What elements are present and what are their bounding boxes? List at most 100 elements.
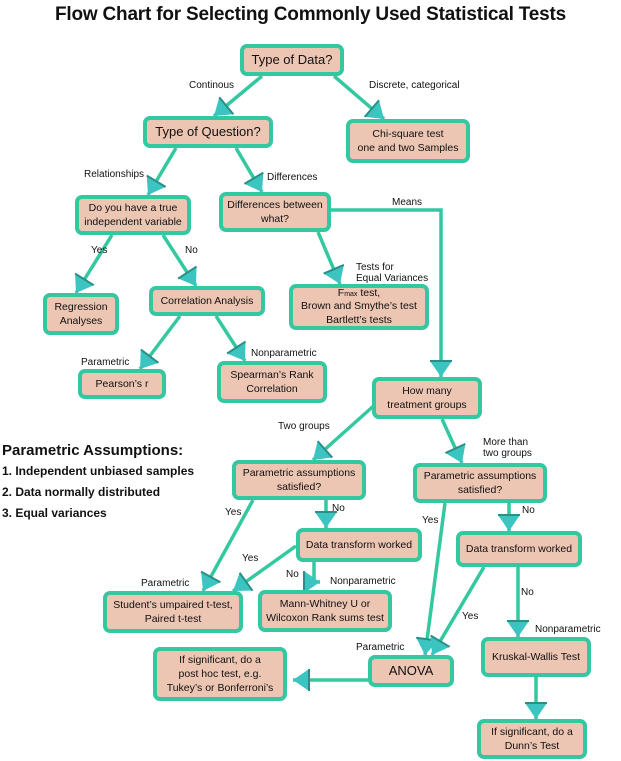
label-parametric-anova: Parametric (356, 642, 405, 653)
node-text: Differences between what? (227, 198, 323, 225)
label-differences: Differences (267, 172, 318, 183)
variance-tests-text: test, Brown and Smythe’s test Bartlett’s… (301, 287, 417, 326)
label-parametric-pearson: Parametric (81, 357, 130, 368)
edge-more-no-to-transform-arrowhead-icon (498, 515, 520, 531)
edge-question-to-independent-arrowhead-icon (146, 175, 166, 195)
node-mann-whitney: Mann-Whitney U or Wilcoxon Rank sums tes… (258, 590, 392, 632)
node-type-of-data: Type of Data? (240, 44, 344, 76)
node-text: Correlation Analysis (160, 294, 254, 307)
node-correlation-analysis: Correlation Analysis (149, 286, 265, 316)
label-means: Means (392, 197, 423, 208)
label-yes-transform-two: Yes (242, 553, 259, 564)
label-nonparametric-mw: Nonparametric (330, 576, 396, 587)
edge-transform-no-to-kruskal-arrowhead-icon (507, 621, 529, 637)
label-relationships: Relationships (84, 169, 145, 180)
label-no-correlation: No (185, 245, 198, 256)
edge-independent-to-regression-arrowhead-shade (74, 272, 95, 287)
node-chi-square: Chi-square test one and two Samples (346, 119, 470, 163)
edge-groups-to-more-arrowhead-shade (444, 442, 466, 454)
edge-transform-yes-to-anova-arrowhead-shade (430, 634, 451, 648)
node-treatment-groups: How many treatment groups (372, 377, 482, 419)
edge-independent-to-correlation-arrowhead-icon (178, 266, 197, 286)
edge-correlation-to-pearson-arrowhead-shade (140, 348, 160, 364)
node-text: Parametric assumptions satisfied? (423, 469, 537, 496)
edge-two-no-to-transform-arrowhead-icon (315, 512, 337, 528)
node-text: Parametric assumptions satisfied? (242, 466, 356, 493)
node-text: Regression Analyses (54, 300, 108, 327)
label-yes-transform-more: Yes (462, 611, 479, 622)
node-differences-between: Differences between what? (219, 192, 331, 232)
edge-groups-to-more-arrowhead-icon (445, 443, 466, 463)
label-no-transform-more: No (521, 587, 534, 598)
edge-question-to-differences-arrowhead-shade (243, 171, 264, 185)
assumptions-heading: Parametric Assumptions: (2, 442, 184, 459)
node-text: Pearson’s r (95, 377, 149, 390)
node-text: Chi-square test one and two Samples (357, 127, 459, 154)
node-text: How many treatment groups (387, 384, 467, 411)
edge-differences-means (331, 208, 443, 377)
assumption-item: 3. Equal variances (2, 506, 107, 520)
edge-data-to-chisquare-arrowhead-icon (364, 100, 384, 119)
label-nonparametric-spearman: Nonparametric (251, 348, 317, 359)
node-text: Data transform worked (465, 542, 573, 555)
label-no-more: No (522, 505, 535, 516)
node-text: If significant, do a post hoc test, e.g.… (166, 653, 274, 695)
node-variance-tests: Fmax test, Brown and Smythe’s test Bartl… (289, 284, 429, 330)
assumption-item: 2. Data normally distributed (2, 485, 161, 499)
node-text: If significant, do a Dunn’s Test (491, 725, 573, 752)
label-yes-two: Yes (225, 507, 242, 518)
label-yes-regression: Yes (91, 245, 108, 256)
edge-independent-to-correlation-arrowhead-shade (177, 265, 198, 280)
node-data-transform-two: Data transform worked (296, 528, 422, 562)
edge-correlation-to-spearman-arrowhead-icon (227, 341, 246, 361)
node-param-assumptions-more-groups: Parametric assumptions satisfied? (413, 463, 547, 503)
label-no-transform-two: No (286, 569, 299, 580)
node-pearsons-r: Pearson’s r (78, 369, 166, 399)
label-two-groups: Two groups (278, 421, 330, 432)
edge-differences-to-variance-arrowhead-icon (323, 264, 344, 284)
parametric-assumptions: Parametric Assumptions: 1. Independent u… (2, 442, 194, 527)
edge-transform-yes-to-anova-arrowhead-icon (430, 635, 450, 655)
node-kruskal-wallis: Kruskal-Wallis Test (481, 637, 591, 677)
node-post-hoc: If significant, do a post hoc test, e.g.… (153, 647, 287, 701)
edge-differences-to-variance-arrowhead-shade (323, 264, 345, 275)
edge-transform-yes-to-ttest-arrowhead-icon (233, 572, 253, 591)
edge-data-to-question-arrowhead-shade (218, 96, 235, 115)
edge-more-yes-to-anova (423, 502, 447, 656)
edge-data-to-question-arrowhead-icon (214, 97, 234, 116)
fmax-f: F (337, 287, 345, 300)
edge-two-yes-to-ttest (201, 499, 255, 592)
edge-groups-to-two-arrowhead-icon (313, 441, 333, 460)
edge-two-yes-to-ttest-arrowhead-shade (200, 570, 221, 584)
node-data-transform-more: Data transform worked (456, 531, 582, 567)
node-regression-analyses: Regression Analyses (43, 293, 119, 335)
node-text: Type of Data? (251, 52, 333, 68)
chart-title: Flow Chart for Selecting Commonly Used S… (54, 4, 567, 25)
label-no-two: No (332, 503, 345, 514)
node-text: Spearman’s Rank Correlation (230, 368, 314, 395)
label-yes-more: Yes (422, 515, 439, 526)
node-param-assumptions-two-groups: Parametric assumptions satisfied? (232, 460, 366, 500)
node-text: Data transform worked (305, 538, 413, 551)
label-discrete-categorical: Discrete, categorical (369, 80, 460, 91)
label-nonparametric-kw: Nonparametric (535, 624, 601, 635)
node-type-of-question: Type of Question? (143, 116, 273, 148)
node-text: Student’s umpaired t-test, Paired t-test (113, 598, 233, 625)
edge-transform-yes-to-anova (430, 566, 486, 656)
node-dunns-test: If significant, do a Dunn’s Test (477, 719, 587, 759)
node-text: Mann-Whitney U or Wilcoxon Rank sums tes… (266, 597, 384, 624)
edge-question-to-differences-arrowhead-icon (244, 172, 264, 192)
node-spearmans-rank: Spearman’s Rank Correlation (217, 361, 327, 403)
edge-correlation-to-spearman-arrowhead-shade (226, 340, 247, 355)
edge-transform-no-to-mw-arrowhead-icon (304, 571, 320, 593)
label-equal-variances: Tests for Equal Variances (356, 262, 429, 284)
node-text: Do you have a true independent variable (84, 201, 182, 228)
label-more-than-two-groups: More than two groups (483, 437, 532, 459)
fmax-subscript: max (344, 291, 358, 299)
node-text: Fmax test, Brown and Smythe’s test Bartl… (301, 287, 417, 326)
node-anova: ANOVA (368, 655, 454, 687)
assumption-item: 1. Independent unbiased samples (2, 464, 195, 478)
edge-groups-to-two-arrowhead-shade (316, 440, 334, 459)
node-true-independent-variable: Do you have a true independent variable (75, 195, 191, 235)
